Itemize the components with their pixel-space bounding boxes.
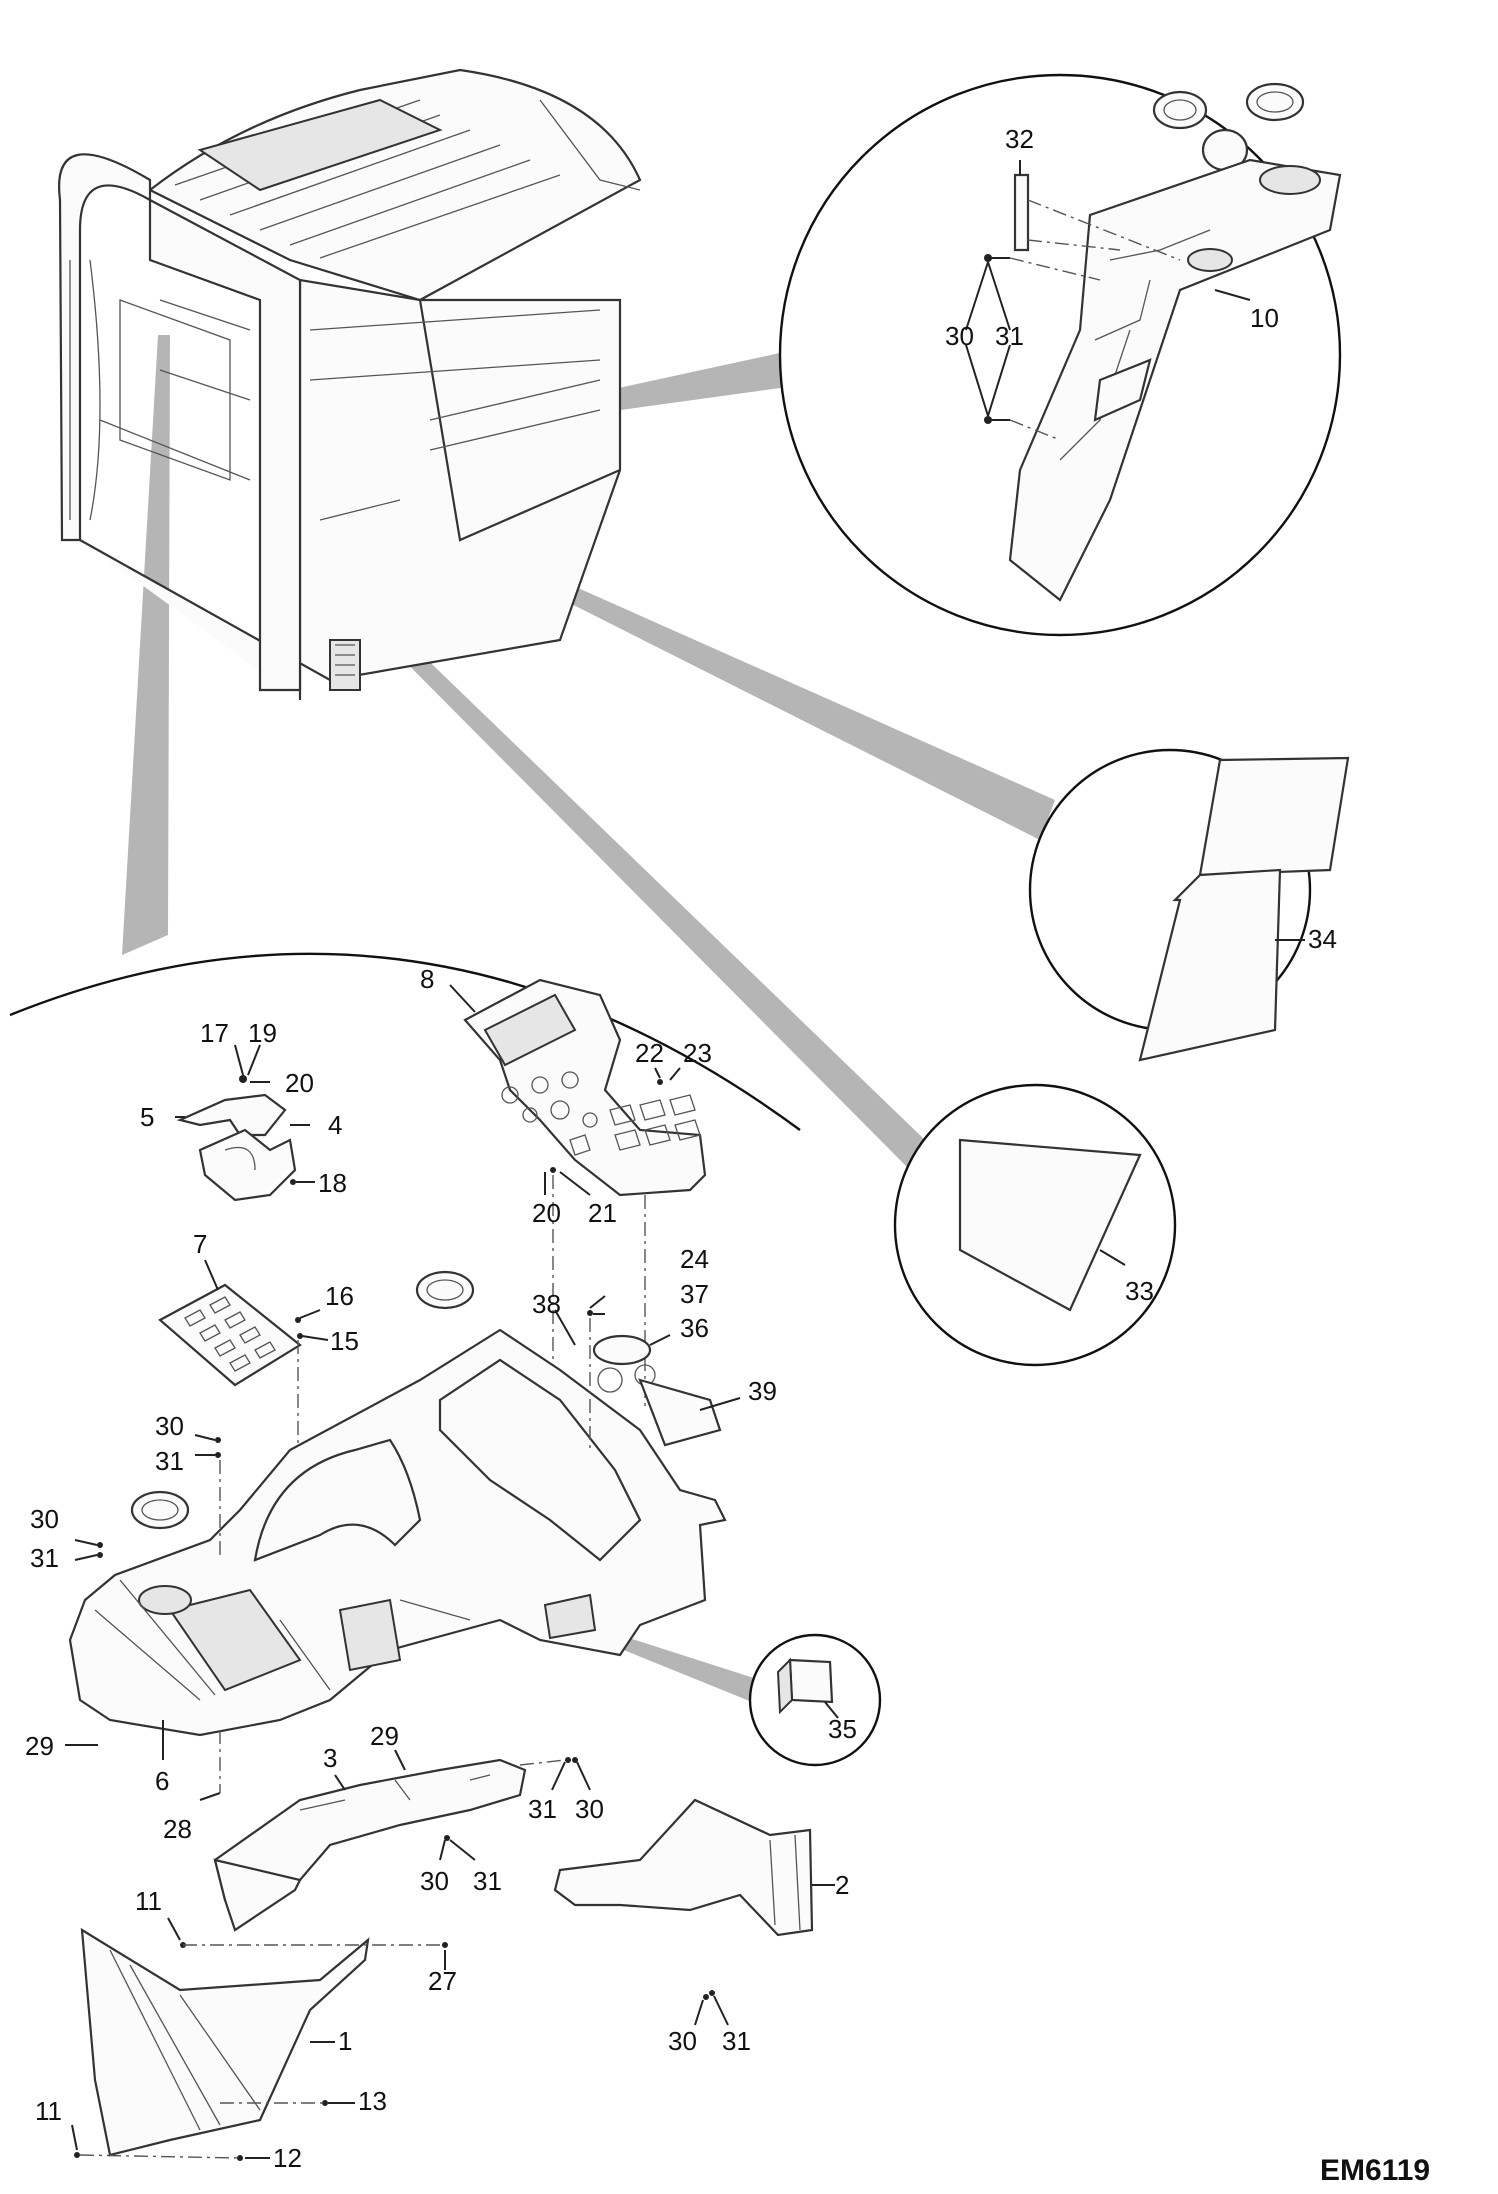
callout-17: 17 [200,1018,229,1048]
callout-10: 10 [1250,303,1279,333]
callout-31b: 31 [155,1446,184,1476]
detail-circle-block [748,1633,882,1767]
callout-18: 18 [318,1168,347,1198]
callout-37: 37 [680,1279,709,1309]
callout-20: 20 [285,1068,314,1098]
callout-19: 19 [248,1018,277,1048]
callout-27: 27 [428,1966,457,1996]
callout-11b: 11 [35,2096,62,2126]
detail-circle-duct [778,73,1342,637]
callout-12: 12 [273,2143,302,2173]
callout-15: 15 [330,1326,359,1356]
callout-29b: 29 [370,1721,399,1751]
callout-30d: 30 [575,1794,604,1824]
zoom-beams [122,335,1055,1702]
callout-30e: 30 [420,1866,449,1896]
callout-24: 24 [680,1244,709,1274]
callout-16: 16 [325,1281,354,1311]
callout-36: 36 [680,1313,709,1343]
callout-31d: 31 [528,1794,557,1824]
callout-13: 13 [358,2086,387,2116]
callout-22: 22 [635,1038,664,1068]
callout-29: 29 [25,1731,54,1761]
cab-overview [58,68,642,700]
callout-20b: 20 [532,1198,561,1228]
callout-labels: 32 30 31 10 34 33 35 8 17 19 20 5 4 18 2… [25,124,1430,2187]
callout-6: 6 [155,1766,169,1796]
callout-35: 35 [828,1714,857,1744]
callout-31c: 31 [30,1543,59,1573]
callout-34: 34 [1308,924,1337,954]
callout-5: 5 [140,1102,154,1132]
callout-31f: 31 [722,2026,751,2056]
callout-30c: 30 [30,1504,59,1534]
callout-7: 7 [193,1229,207,1259]
callout-33: 33 [1125,1276,1154,1306]
callout-1: 1 [338,2026,352,2056]
exploded-view-frame-arc [9,952,801,1131]
callout-23: 23 [683,1038,712,1068]
callout-4: 4 [328,1110,342,1140]
callout-11: 11 [135,1886,162,1916]
callout-30b: 30 [155,1411,184,1441]
callout-31: 31 [995,321,1024,351]
callout-8: 8 [420,964,434,994]
callout-39: 39 [748,1376,777,1406]
callout-3: 3 [323,1743,337,1773]
detail-circle-window [893,1083,1177,1367]
callout-21: 21 [588,1198,617,1228]
callout-30: 30 [945,321,974,351]
callout-28: 28 [163,1814,192,1844]
callout-2: 2 [835,1870,849,1900]
exploded-parts [65,978,835,2161]
callout-32: 32 [1005,124,1034,154]
callout-31e: 31 [473,1866,502,1896]
drawing-code: EM6119 [1320,2154,1430,2187]
callout-38: 38 [532,1289,561,1319]
callout-30f: 30 [668,2026,697,2056]
detail-circle-panel [1028,748,1350,1062]
